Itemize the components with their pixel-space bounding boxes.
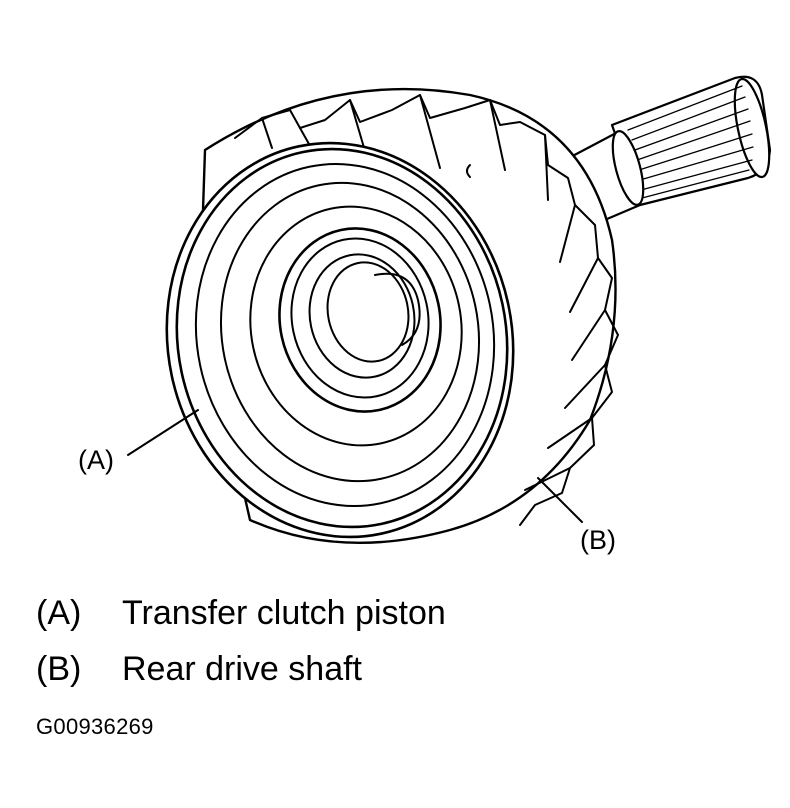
rear-drive-shaft [563,75,772,224]
legend-row-a: (A) Transfer clutch piston [36,596,446,630]
callout-b: (B) [580,525,616,555]
legend-row-b: (B) Rear drive shaft [36,652,362,686]
legend-key-a: (A) [36,594,82,632]
leader-line-a [127,409,199,456]
leader-line-b [537,477,583,523]
callout-a: (A) [78,445,114,475]
legend-label-a: Transfer clutch piston [122,594,446,632]
figure-id: G00936269 [36,714,154,739]
transfer-clutch-assembly-illustration [127,75,772,544]
transfer-clutch-piston [165,141,515,539]
legend-label-b: Rear drive shaft [122,650,362,688]
legend-key-b: (B) [36,650,82,688]
